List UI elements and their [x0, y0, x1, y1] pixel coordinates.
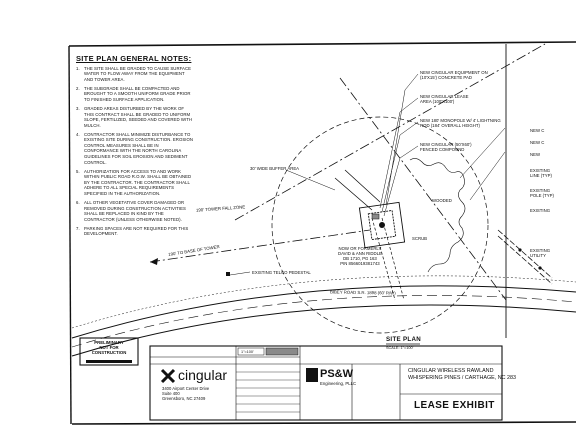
note-number: 2. — [76, 85, 80, 91]
leader-buffer — [285, 169, 336, 191]
note-item: 1. THE SITE SHALL BE GRADED TO CAUSE SURF… — [76, 66, 194, 83]
leader-telco — [229, 271, 251, 276]
road-right-of-way — [71, 275, 576, 329]
preliminary-stamp: PRELIMINARY NOT FOR CONSTRUCTION — [91, 340, 127, 355]
note-number: 6. — [76, 200, 80, 206]
leader-monopole — [381, 121, 419, 213]
lease-area-rect — [358, 201, 406, 249]
utility-pole — [518, 248, 522, 252]
monopole-marker — [379, 222, 385, 228]
note-item: 4. CONTRACTOR SHALL MINIMIZE DISTURBANCE … — [76, 132, 194, 166]
notes-title: SITE PLAN GENERAL NOTES: — [76, 54, 192, 63]
psw-logo — [306, 368, 318, 382]
sheet-border-top — [68, 41, 576, 47]
note-item: 6. ALL OTHER VEGETATIVE COVER DAMAGED OR … — [76, 200, 194, 222]
note-text: CONTRACTOR SHALL MINIMIZE DISTURBANCE TO… — [84, 131, 194, 165]
note-item: 2. THE SUBGRADE SHALL BE COMPACTED AND BR… — [76, 86, 194, 103]
project-name: CINGULAR WIRELESS RAWLAND WHISPERING PIN… — [408, 368, 517, 381]
callout-fenced-compound: NEW CINGULAR (50'x60')FENCED COMPOUND — [420, 142, 472, 152]
sheet-border-bottom — [71, 421, 576, 425]
road-edge-south — [71, 304, 576, 357]
base-of-tower-line — [149, 229, 371, 263]
note-text: GRADED AREAS DISTURBED BY THE WORK OF TH… — [84, 105, 193, 128]
general-notes: SITE PLAN GENERAL NOTES: 1. THE SITE SHAL… — [76, 54, 194, 240]
road-centerline — [71, 295, 576, 348]
cingular-logo — [160, 368, 176, 384]
note-number: 3. — [76, 105, 80, 111]
leader-equipment — [385, 73, 419, 206]
note-item: 3. GRADED AREAS DISTURBED BY THE WORK OF … — [76, 106, 194, 128]
callout-telco-pedestal: EXISTING TELCO PEDESTAL — [252, 270, 311, 275]
engineer-name: PS&W — [320, 368, 353, 380]
overhead-utility-line — [497, 229, 553, 279]
utility-pole — [538, 266, 542, 270]
leader-lease — [379, 97, 419, 209]
tower-fall-zone-circle — [271, 116, 489, 334]
callout-wooded: WOODED — [432, 198, 452, 203]
note-text: THE SUBGRADE SHALL BE COMPACTED AND BROU… — [84, 85, 191, 102]
note-number: 5. — [76, 168, 80, 174]
equipment-pad — [371, 213, 380, 220]
stamp-line — [86, 360, 132, 363]
note-text: ALL OTHER VEGETATIVE COVER DAMAGED OR RE… — [84, 200, 186, 222]
arrowhead — [150, 258, 158, 265]
leader-cut-2 — [469, 151, 506, 201]
callout-scrub: SCRUB — [412, 236, 428, 241]
wooded-edge — [409, 158, 466, 273]
callout-property-owner: NOW OR FORMERLY DAVID & ANN RIDDLE DB 17… — [338, 246, 382, 266]
sheet-border-left — [68, 45, 72, 425]
scale-box — [237, 347, 265, 356]
client-address: 3400 Airport Center Drive Suite 400 Gree… — [162, 386, 210, 401]
property-line-east — [339, 77, 507, 301]
client-name: cingular — [178, 367, 228, 383]
preliminary-stamp-box — [79, 337, 139, 366]
site-plan-title: SITE PLAN — [386, 336, 422, 343]
callout-buffer: 30' WIDE BUFFER AREA — [250, 166, 300, 171]
fenced-compound-rect — [367, 209, 397, 241]
callout-existing-3: EXISTING — [530, 208, 551, 213]
note-text: THE SITE SHALL BE GRADED TO CAUSE SURFAC… — [84, 65, 192, 82]
site-plan-scale: SCALE: 1"=100' — [386, 346, 414, 350]
overhead-utility-line-2 — [497, 235, 553, 285]
telco-pedestal-marker — [226, 272, 230, 276]
north-arrow-box — [265, 347, 299, 356]
callout-cut-new: NEW — [530, 152, 541, 157]
property-line-north — [234, 43, 546, 221]
sheet-title: LEASE EXHIBIT — [414, 400, 495, 411]
access-drive — [334, 169, 381, 211]
leader-cut-1 — [459, 127, 506, 179]
engineer-subtitle: Engineering, PLLC — [320, 381, 357, 386]
note-text: AUTHORIZATION FOR ACCESS TO AND WORK WIT… — [84, 168, 192, 197]
road-edge-north — [71, 285, 576, 339]
note-item: 7. PARKING SPACES ARE NOT REQUIRED FOR TH… — [76, 226, 194, 237]
note-number: 1. — [76, 65, 80, 71]
leader-compound — [383, 145, 419, 217]
callout-cut-new-c-2: NEW C — [530, 140, 545, 145]
scale-value: 1"=100' — [241, 350, 254, 354]
note-number: 4. — [76, 131, 80, 137]
title-block-frame — [149, 345, 503, 421]
note-text: PARKING SPACES ARE NOT REQUIRED FOR THIS… — [84, 225, 189, 237]
note-number: 7. — [76, 225, 80, 231]
note-item: 5. AUTHORIZATION FOR ACCESS TO AND WORK W… — [76, 169, 194, 197]
callout-cut-new-c: NEW C — [530, 128, 545, 133]
callout-equipment-pad: NEW CINGULAR EQUIPMENT ON(10'x15') CONCR… — [420, 70, 488, 80]
